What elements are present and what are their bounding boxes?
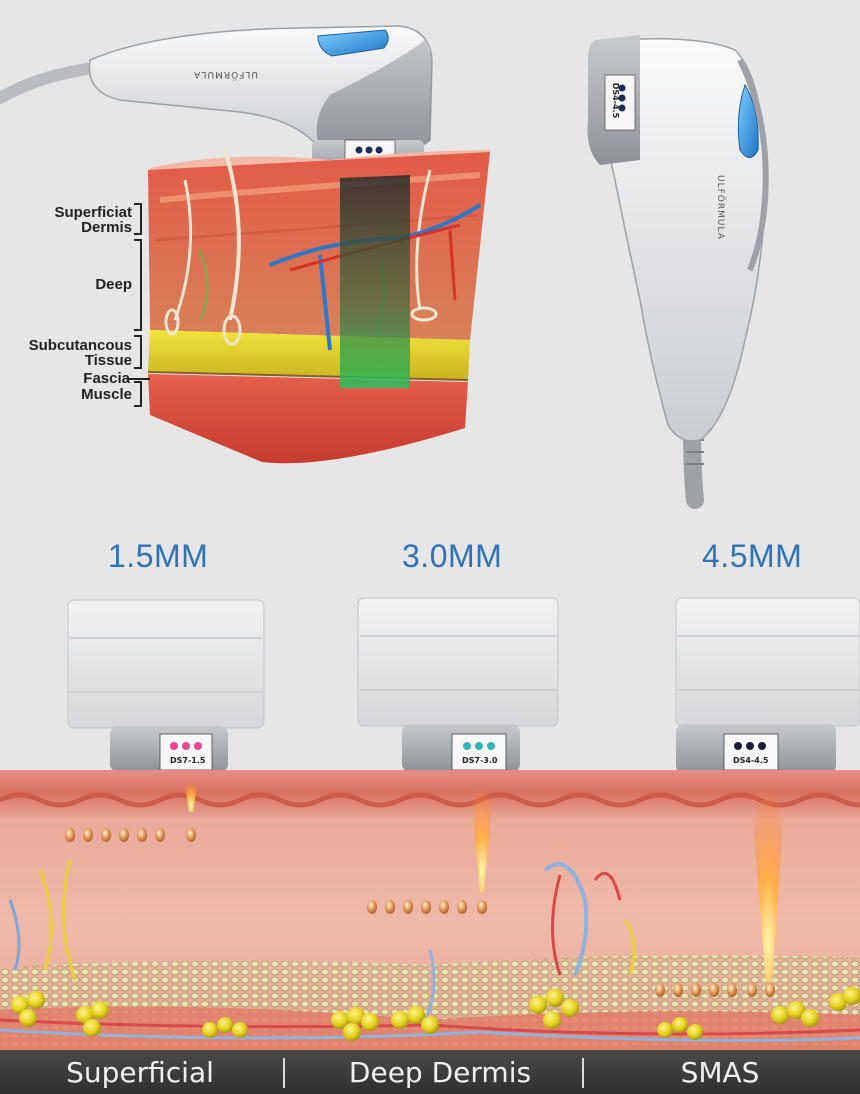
layer-label-fascia: Fascia bbox=[83, 370, 130, 387]
focal-points-smas bbox=[655, 983, 775, 997]
depth-label-1: 1.5MM bbox=[108, 538, 209, 574]
handpiece-horizontal bbox=[0, 25, 433, 178]
handpiece-cartridge-code: DS4-4.5 bbox=[611, 82, 621, 119]
skin-cross-section bbox=[147, 149, 490, 464]
cartridge-1 bbox=[67, 599, 265, 772]
focal-points-superficial bbox=[65, 828, 196, 842]
layer-name-smas: SMAS bbox=[680, 1056, 760, 1089]
handpiece-vertical bbox=[587, 35, 769, 509]
skin-depth-illustration bbox=[0, 770, 860, 1050]
cartridge-code-2: DS7-3.0 bbox=[462, 756, 498, 765]
depth-label-2: 3.0MM bbox=[402, 538, 503, 574]
layer-label-deep: Deep bbox=[95, 276, 132, 293]
layer-name-superficial: Superficial bbox=[66, 1056, 214, 1089]
cartridge-code-3: DS4-4.5 bbox=[733, 756, 769, 765]
fat-cluster bbox=[11, 987, 860, 1041]
handpiece-brand-text-vertical: ULFÖRMULA bbox=[715, 175, 726, 240]
focal-points-deep-dermis bbox=[367, 900, 487, 914]
layer-label-subcutaneous-tissue: Subcutancous Tissue bbox=[28, 337, 132, 369]
cartridge-2 bbox=[357, 597, 559, 772]
cartridge-code-1: DS7-1.5 bbox=[170, 756, 206, 765]
layer-name-deep-dermis: Deep Dermis bbox=[348, 1056, 532, 1089]
layer-label-muscle: Muscle bbox=[81, 386, 132, 403]
depth-label-3: 4.5MM bbox=[702, 538, 803, 574]
handpiece-brand-text: ULFÖRMULA bbox=[193, 69, 258, 80]
cartridge-3 bbox=[675, 597, 860, 774]
layer-label-superficial-dermis: Superficiat Dermis bbox=[54, 204, 132, 236]
layer-name-bar: Superficial Deep Dermis SMAS bbox=[0, 1050, 860, 1094]
